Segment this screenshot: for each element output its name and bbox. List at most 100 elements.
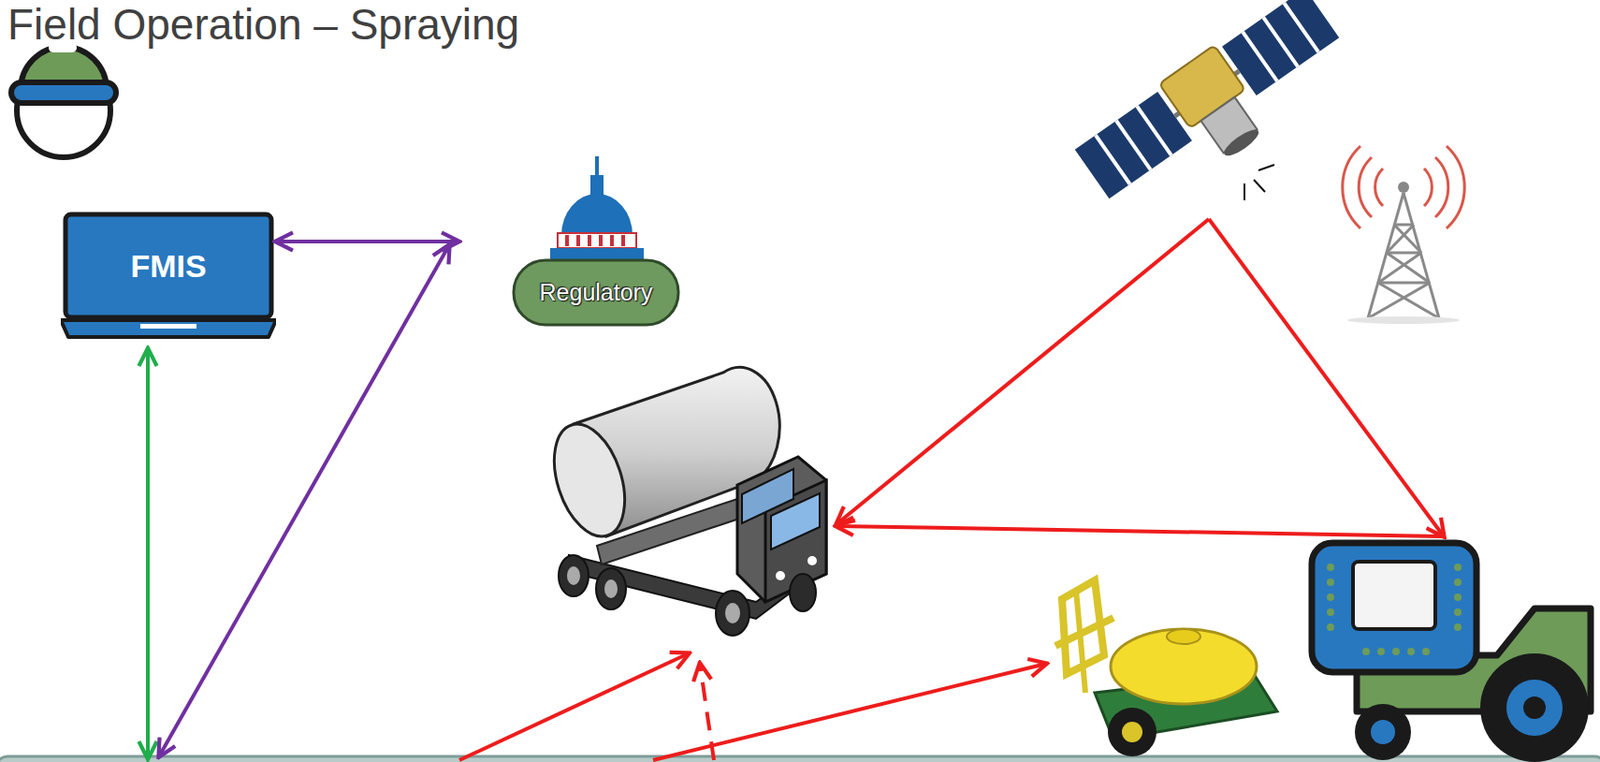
- tractor-display-icon-part: [1480, 653, 1589, 762]
- tanker-truck-part-part: [558, 554, 589, 597]
- cell-tower-part-part: [1367, 282, 1430, 319]
- tractor-display-icon-part-part: [1362, 647, 1370, 655]
- regulatory-icon-outline-part: [590, 174, 604, 196]
- cell-tower-part: [1342, 145, 1465, 229]
- regulatory-icon-outline-part-part: [598, 234, 603, 247]
- tanker-truck-part: [775, 570, 786, 581]
- link-lines-part: [836, 218, 1209, 524]
- tractor-display-icon-part-part: [1422, 647, 1430, 655]
- sprayer-implement-part: [1110, 628, 1257, 704]
- tanker-truck-part: [558, 554, 816, 636]
- tractor-display-icon: [1311, 542, 1591, 762]
- tractor-display-icon-part-part: [1454, 578, 1462, 586]
- cell-tower-part: [1367, 192, 1440, 319]
- signal-marks: [1244, 164, 1275, 201]
- tractor-display-icon-part-part: [1407, 647, 1415, 655]
- satellite-icon-part: [1075, 91, 1193, 199]
- satellite-icon-part: [1116, 120, 1151, 170]
- tanker-truck-part-part: [725, 602, 741, 624]
- satellite-icon-part: [1283, 2, 1319, 52]
- satellite-icon-part: [1136, 105, 1172, 155]
- tanker-truck-part-part: [604, 579, 618, 598]
- node-label: Regulatory: [513, 260, 679, 325]
- regulatory-icon-outline-part-part: [587, 234, 592, 247]
- link-lines-part: [653, 663, 1047, 760]
- link-lines-part: [459, 653, 689, 760]
- tractor-display-icon-part-part: [1454, 563, 1462, 571]
- tanker-truck-part: [596, 498, 742, 565]
- tractor-display-icon-part-part: [1326, 593, 1335, 601]
- tanker-truck-part: [807, 555, 817, 566]
- tractor-display-icon-part-part: [1326, 608, 1335, 616]
- tractor-display-icon-part-part: [1377, 647, 1385, 655]
- sprayer-implement: [1055, 580, 1278, 757]
- fmis-laptop: FMIS: [60, 209, 277, 341]
- regulatory-icon-outline-part-part: [621, 234, 626, 247]
- cell-tower: [1342, 145, 1465, 324]
- tanker-truck-part-part: [715, 590, 750, 636]
- sprayer-implement-part: [1076, 589, 1086, 693]
- tractor-display-icon-part: [1354, 703, 1411, 760]
- connector-arrow: [276, 239, 459, 244]
- farmer-head-part: [48, 43, 77, 53]
- regulatory-icon-outline-part-part: [565, 234, 569, 247]
- regulatory-icon-outline-part-part: [610, 234, 614, 247]
- satellite-icon-part: [1242, 31, 1278, 81]
- regulatory-icon-outline-part: [513, 260, 679, 325]
- tanker-truck-part: [541, 415, 639, 546]
- cell-tower-part-part: [1342, 145, 1361, 229]
- regulatory-icon-outline-part: [557, 232, 637, 248]
- tractor-display-icon-part: [1506, 679, 1563, 736]
- tractor-display-icon-part: [1352, 561, 1436, 629]
- cell-tower-part-part: [1358, 157, 1372, 218]
- cell-tower-part: [1347, 316, 1460, 324]
- signal-marks-part: [1258, 164, 1275, 171]
- farmer-head-part: [11, 82, 117, 103]
- sprayer-implement-part: [1121, 721, 1143, 742]
- tanker-truck-part-part: [789, 573, 816, 611]
- tractor-display-icon-part: [1370, 719, 1396, 744]
- tractor-display-icon-part-part: [1454, 608, 1462, 616]
- sprayer-implement-part: [1107, 707, 1157, 757]
- regulatory-icon-outline-part-part: [576, 234, 581, 247]
- fmis-laptop-outline-part: [60, 320, 277, 337]
- tractor-display-icon-part-part: [1326, 563, 1335, 571]
- cell-tower-part-part: [1386, 224, 1414, 253]
- tractor-display-icon-part-part: [1392, 647, 1400, 655]
- cell-tower-part-part: [1446, 145, 1465, 229]
- signal-marks-part: [1243, 183, 1246, 201]
- link-lines: [147, 218, 1444, 760]
- cell-tower-part-part: [1378, 252, 1422, 283]
- tractor-display-icon-part: [1523, 696, 1546, 719]
- regulatory-icon-outline-part: [567, 234, 624, 247]
- cell-tower-part-part: [1386, 251, 1422, 255]
- signal-marks-part: [1253, 179, 1266, 192]
- regulatory-icon-outline-part: [561, 193, 633, 235]
- sprayer-implement-part: [1166, 628, 1201, 644]
- satellite-icon-part: [1263, 17, 1298, 67]
- cell-tower-part-part: [1435, 157, 1449, 218]
- link-lines-part: [836, 525, 1444, 537]
- cell-tower-part-part: [1394, 224, 1422, 253]
- tanker-truck-part: [567, 566, 741, 624]
- tractor-display-icon-part-part: [1326, 623, 1335, 631]
- tanker-truck: [541, 366, 827, 636]
- satellite-icon: [1071, 0, 1360, 229]
- cell-tower-part-part: [1375, 168, 1383, 206]
- satellite-icon-part: [1221, 125, 1263, 160]
- fmis-laptop-outline-part: [65, 214, 272, 318]
- tanker-truck-part: [741, 468, 794, 524]
- tanker-truck-part-part: [596, 567, 626, 610]
- fmis-laptop-outline-part: [140, 323, 197, 329]
- cell-tower-part-part: [1424, 168, 1432, 206]
- farmer-head: [11, 43, 117, 158]
- cell-tower-part-part: [1378, 281, 1430, 285]
- ground-band: [0, 756, 1600, 762]
- regulatory-icon: Regulatory: [458, 154, 730, 333]
- tanker-truck-part-part: [567, 566, 581, 585]
- link-lines-part: [1208, 218, 1444, 537]
- satellite-icon-part: [1095, 134, 1131, 184]
